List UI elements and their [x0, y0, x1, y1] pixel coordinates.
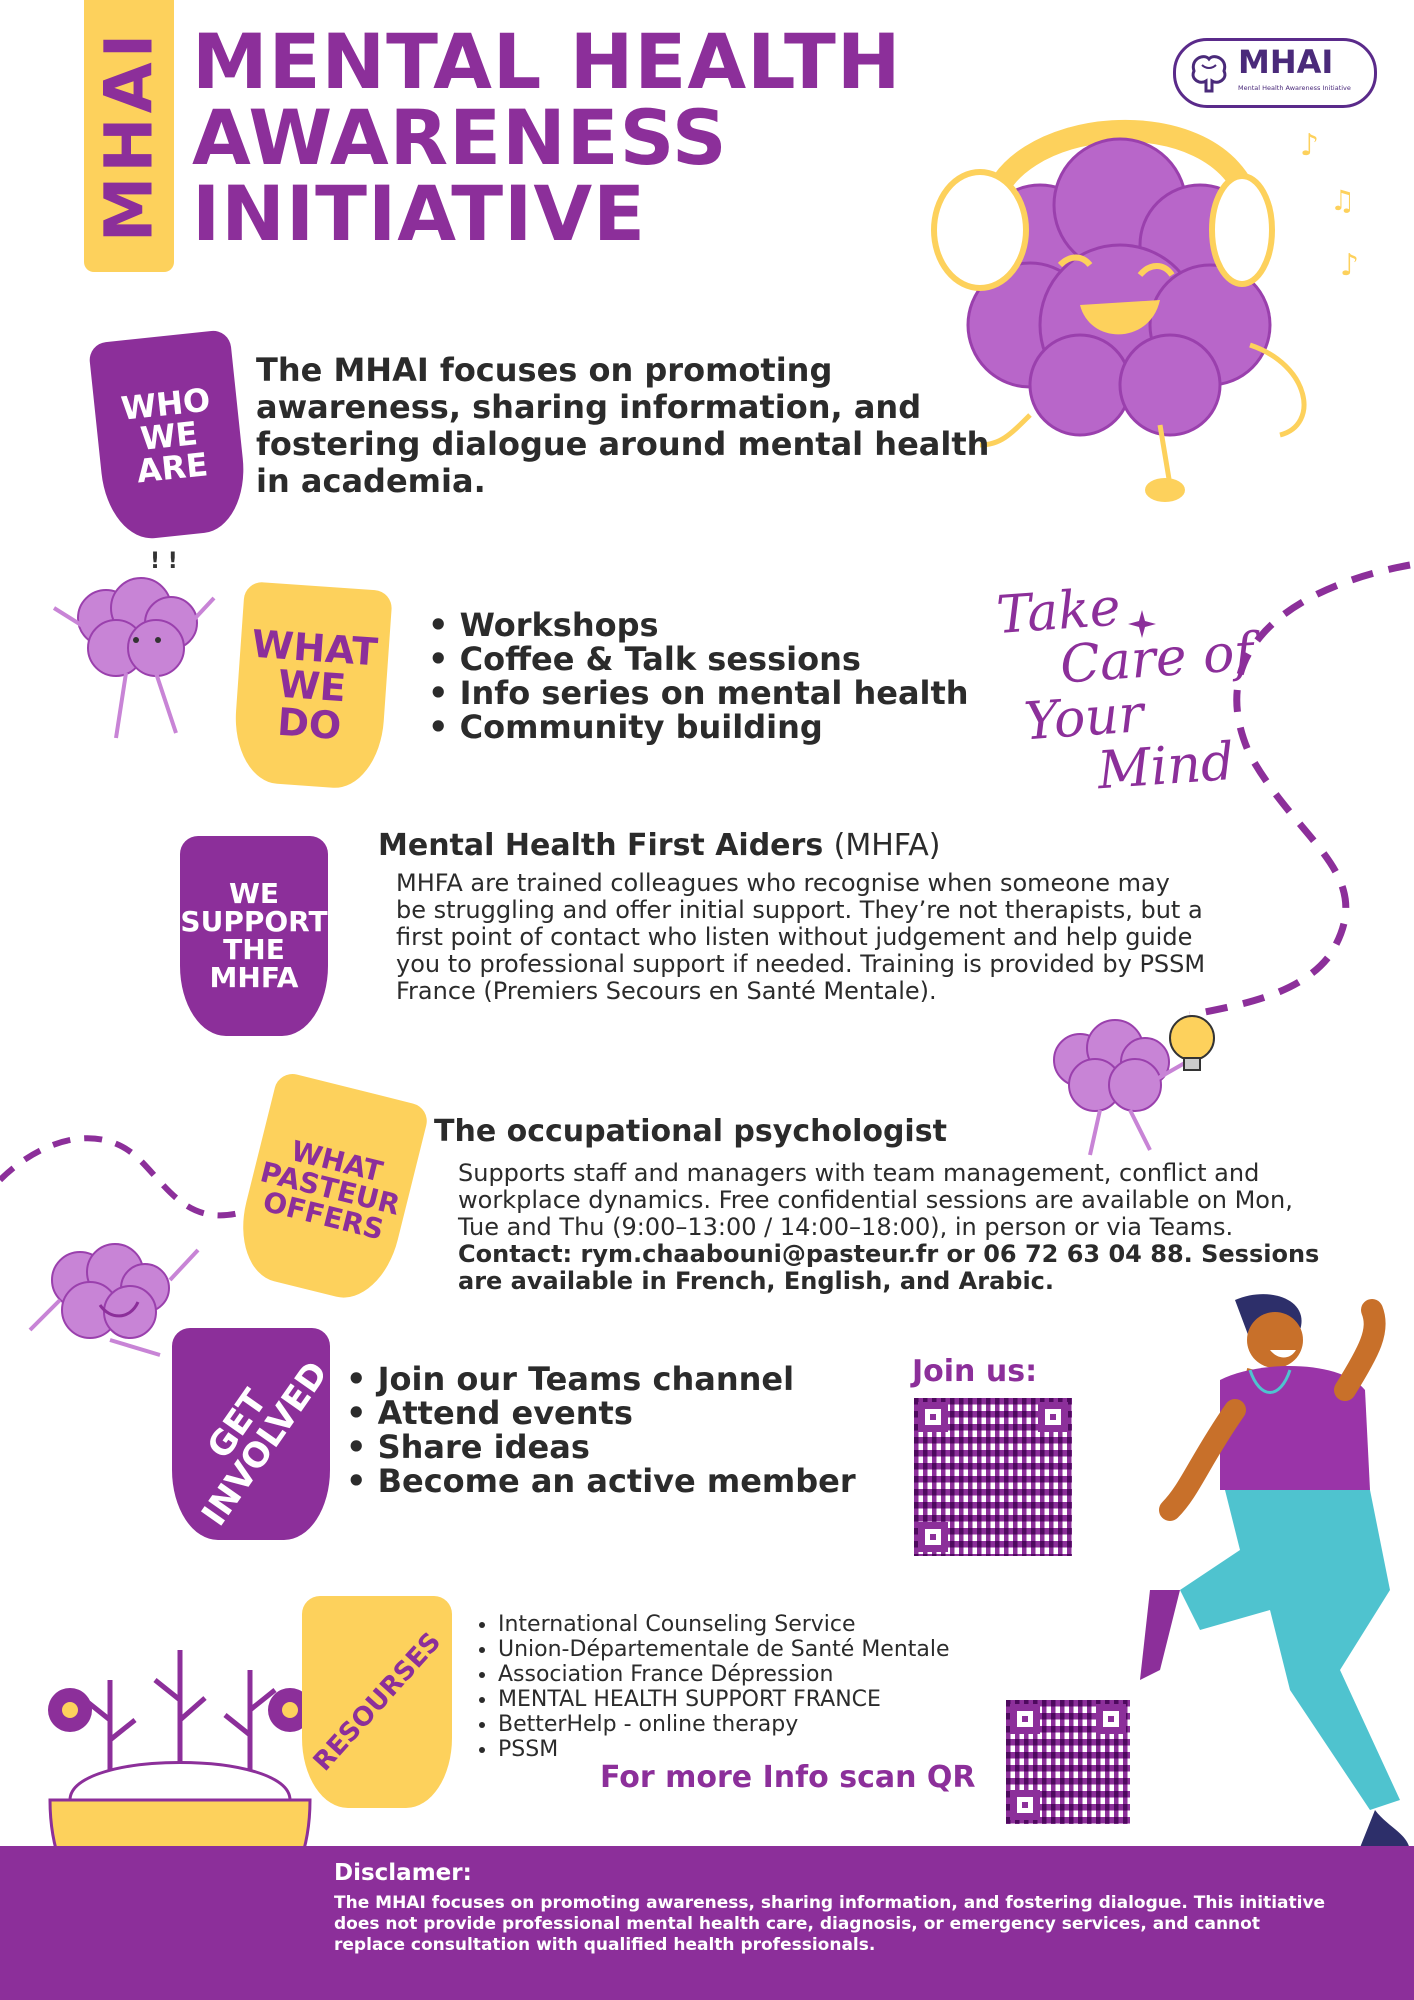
list-item: BetterHelp - online therapy	[498, 1712, 950, 1737]
mhfa-text: MHFA are trained colleagues who recognis…	[396, 869, 1206, 1005]
resources-label: RESOURSES	[307, 1626, 447, 1778]
thinking-brain-icon: ! !	[52, 549, 216, 739]
mhai-logo: MHAI Mental Health Awareness Initiative	[1173, 38, 1377, 108]
list-item: • Join our Teams channel	[346, 1360, 795, 1398]
list-item: Association France Dépression	[498, 1662, 950, 1687]
logo-text: MHAI	[1238, 43, 1334, 81]
music-note-icon: ♪	[1300, 128, 1319, 163]
list-item: Union-Départementale de Santé Mentale	[498, 1637, 950, 1662]
list-item: MENTAL HEALTH SUPPORT FRANCE	[498, 1687, 950, 1712]
join-us-label: Join us:	[912, 1354, 1038, 1389]
header-tab: MHAI	[84, 0, 174, 272]
get-involved-list: • Join our Teams channel • Attend events…	[346, 1362, 856, 1498]
get-involved-label: GET INVOLVED	[193, 1354, 336, 1534]
psychologist-text: Supports staff and managers with team ma…	[458, 1160, 1338, 1295]
we-support-badge: WE SUPPORT THE MHFA	[180, 836, 328, 1036]
who-we-are-text: The MHAI focuses on promoting awareness,…	[256, 351, 990, 500]
disclaimer-text: The MHAI focuses on promoting awareness,…	[334, 1893, 1326, 1955]
dashed-path-decoration	[1189, 561, 1411, 1019]
mhfa-heading-paren: (MHFA)	[833, 828, 941, 863]
what-we-do-badge: WHAT WE DO	[231, 581, 393, 791]
resources-list: International Counseling Service Union-D…	[476, 1612, 950, 1762]
title-line-2: AWARENESS	[192, 93, 728, 182]
mhfa-heading-main: Mental Health First Aiders	[378, 828, 834, 863]
get-involved-badge: GET INVOLVED	[172, 1328, 336, 1540]
list-item: International Counseling Service	[498, 1612, 950, 1637]
logo-subtitle: Mental Health Awareness Initiative	[1238, 84, 1351, 92]
mhfa-heading: Mental Health First Aiders (MHFA)	[378, 828, 941, 864]
dashed-path-decoration-2	[0, 1135, 251, 1219]
title-line-3: INITIATIVE	[192, 169, 647, 258]
floating-brain-icon	[28, 1243, 200, 1357]
title-line-1: MENTAL HEALTH	[192, 17, 902, 106]
dancing-person-illustration	[1140, 1294, 1411, 1860]
list-item: • Community building	[428, 708, 823, 746]
what-we-do-list: • Workshops • Coffee & Talk sessions • I…	[428, 608, 969, 744]
headphone-brain-icon: ♪ ♫ ♪	[931, 119, 1359, 502]
list-item: • Info series on mental health	[428, 674, 969, 712]
header-tab-label: MHAI	[90, 29, 168, 243]
svg-text:♪: ♪	[1340, 248, 1359, 283]
disclaimer-footer	[0, 1846, 1414, 2000]
psychologist-heading: The occupational psychologist	[434, 1114, 947, 1149]
list-item: • Become an active member	[346, 1462, 856, 1500]
resources-qr-code-icon[interactable]	[1006, 1700, 1130, 1824]
who-we-are-badge: WHO WE ARE	[87, 329, 251, 543]
teams-qr-code-icon[interactable]	[914, 1398, 1072, 1556]
sparkle-icon	[1128, 610, 1156, 638]
brain-logo-icon	[1191, 55, 1227, 93]
psychologist-description: Supports staff and managers with team ma…	[458, 1159, 1293, 1241]
resources-badge: RESOURSES	[302, 1596, 452, 1808]
psychologist-contact: Contact: rym.chaabouni@pasteur.fr or 06 …	[458, 1240, 1320, 1295]
list-item: • Share ideas	[346, 1428, 590, 1466]
list-item: • Coffee & Talk sessions	[428, 640, 861, 678]
list-item: • Workshops	[428, 606, 659, 644]
list-item: • Attend events	[346, 1394, 633, 1432]
lightbulb-brain-icon	[1053, 1015, 1215, 1156]
disclaimer-title: Disclamer:	[334, 1860, 472, 1886]
what-pasteur-offers-badge: WHAT PASTEUR OFFERS	[229, 1070, 431, 1308]
lightbulb-icon	[1169, 1015, 1215, 1061]
scan-qr-label: For more Info scan QR	[600, 1760, 976, 1795]
svg-text:♫: ♫	[1330, 184, 1355, 217]
svg-text:! !: ! !	[150, 549, 178, 574]
list-item: PSSM	[498, 1737, 950, 1762]
